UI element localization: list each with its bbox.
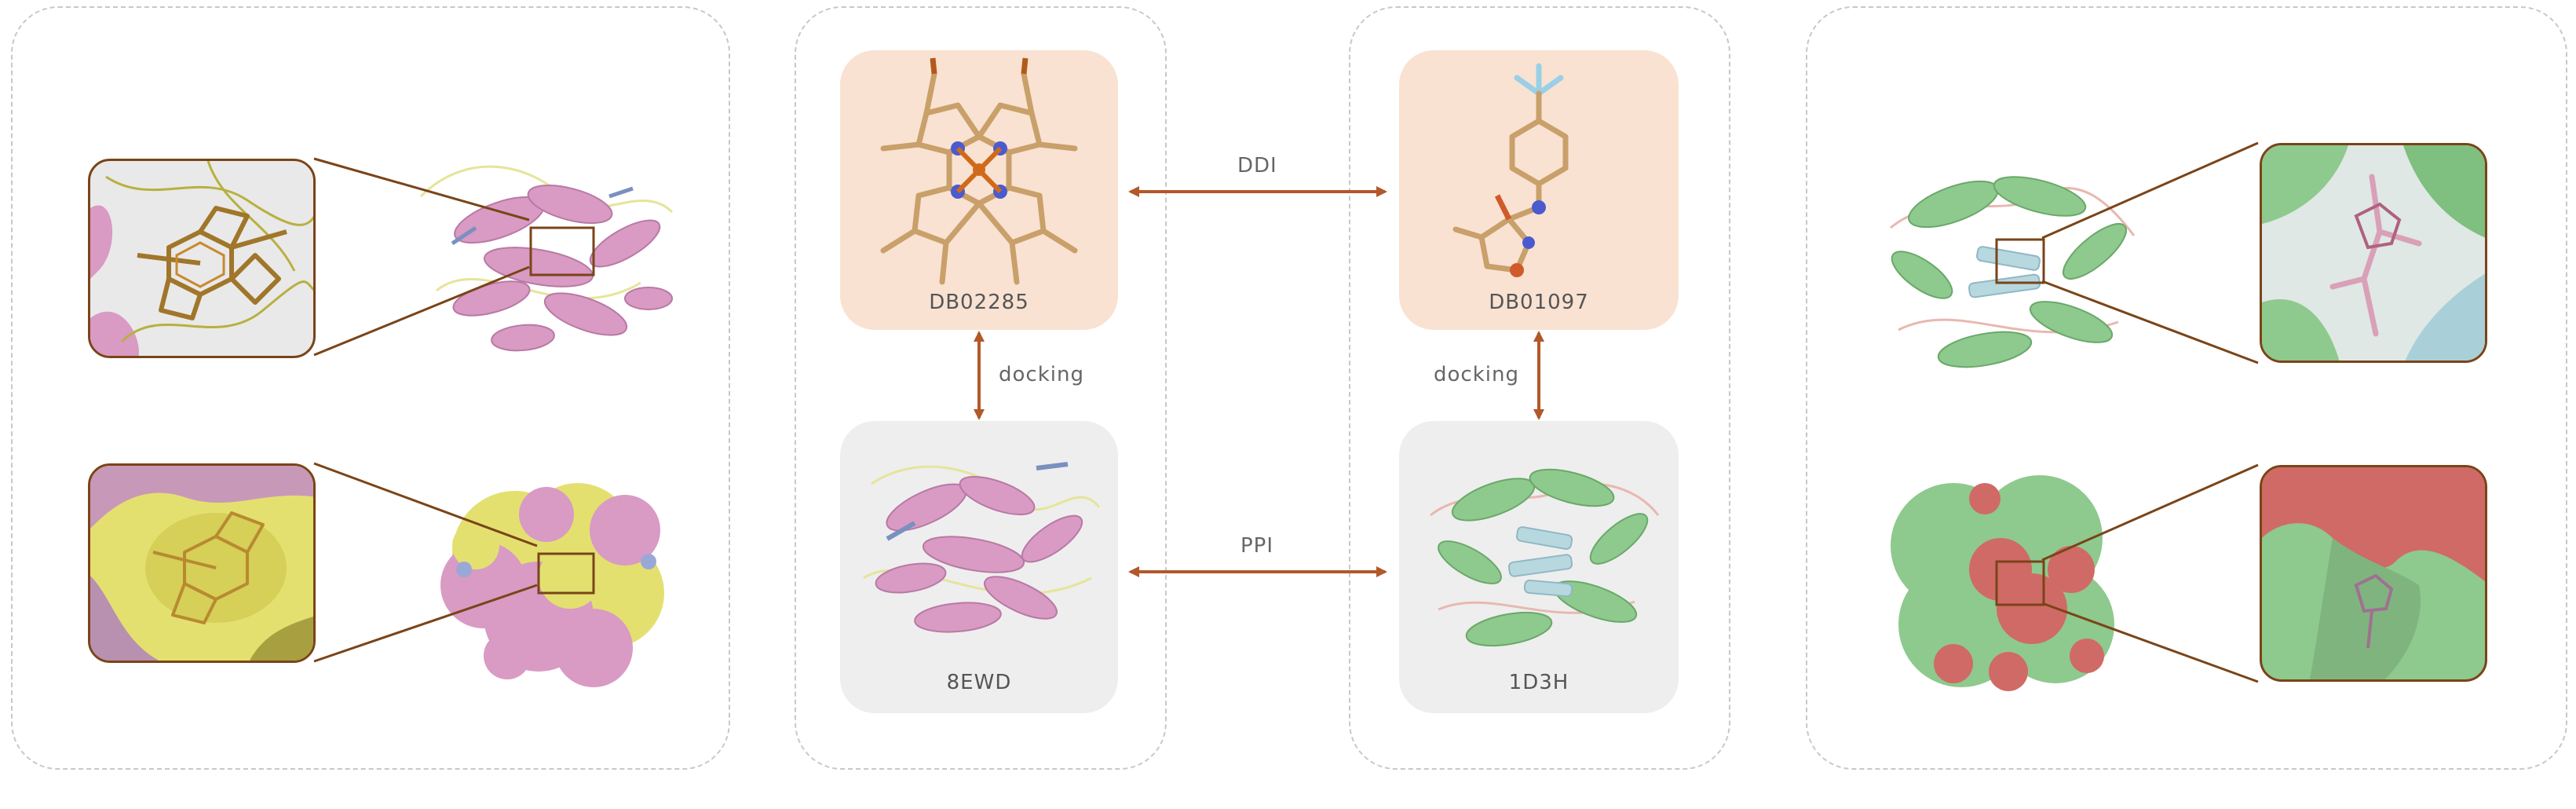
ppi-label: PPI <box>1240 534 1274 558</box>
protein-ribbon-pink <box>405 134 688 369</box>
drug-a-tile[interactable]: DB02285 <box>840 50 1118 330</box>
protein-a-id: 8EWD <box>946 671 1012 694</box>
protein-a-tile[interactable]: 8EWD <box>840 421 1118 713</box>
drug-b-structure <box>1452 63 1569 277</box>
green-ribbon-zoom-inset <box>2260 143 2487 363</box>
protein-surface-yellow-pink <box>421 459 688 695</box>
drug-b-id: DB01097 <box>1489 291 1589 314</box>
protein-surface-green-red <box>1867 452 2150 703</box>
drug-a-structure <box>880 57 1078 285</box>
surface-zoom-inset <box>88 463 316 663</box>
protein-ribbon-green <box>1867 134 2150 385</box>
right-structure-panel <box>1806 6 2567 770</box>
protein-b-structure <box>1430 468 1660 647</box>
drug-b-tile[interactable]: DB01097 <box>1399 50 1679 330</box>
drug-a-column-panel <box>795 6 1167 770</box>
left-structure-panel <box>11 6 730 770</box>
ribbon-zoom-inset <box>88 159 316 358</box>
ddi-label: DDI <box>1237 154 1277 178</box>
drug-a-id: DB02285 <box>929 291 1029 314</box>
drug-b-column-panel <box>1349 6 1730 770</box>
protein-b-tile[interactable]: 1D3H <box>1399 421 1679 713</box>
docking-label-left: docking <box>999 363 1084 386</box>
docking-label-right: docking <box>1434 363 1519 386</box>
protein-a-structure <box>863 462 1101 633</box>
protein-b-id: 1D3H <box>1508 671 1569 694</box>
surface-red-zoom-inset <box>2260 465 2487 682</box>
